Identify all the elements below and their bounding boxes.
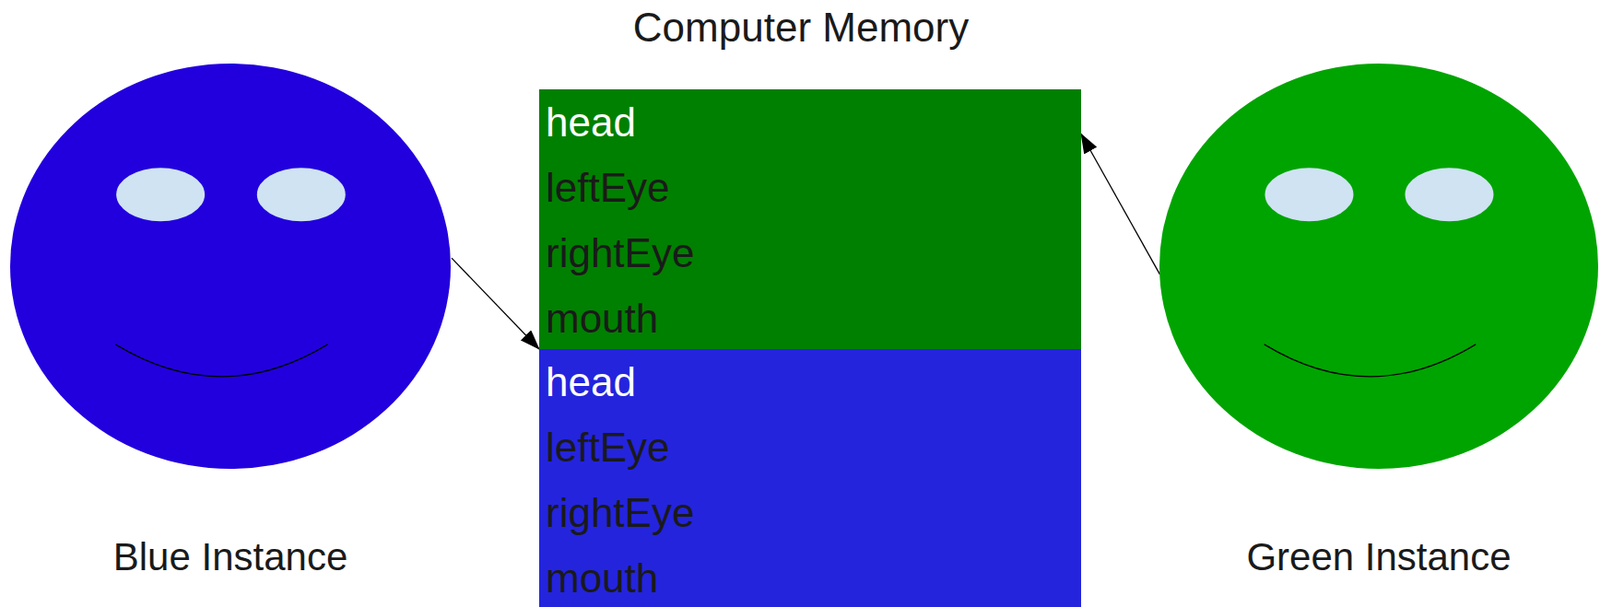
face-drawing	[1158, 62, 1600, 471]
face-drawing	[9, 62, 452, 471]
memory-block: headleftEyerightEyemouth	[539, 349, 1082, 607]
field-name: mouth	[539, 285, 1082, 352]
eye	[257, 167, 346, 222]
field-name: head	[539, 349, 1082, 415]
field-name: leftEye	[539, 414, 1082, 481]
field-name: rightEye	[539, 220, 1082, 286]
green-face: Green Instance	[1158, 62, 1600, 471]
eye	[116, 167, 205, 222]
blue-face: Blue Instance	[9, 62, 452, 471]
field-name: rightEye	[539, 480, 1082, 546]
memory-block: headleftEyerightEyemouth	[539, 89, 1082, 352]
diagram-title: Computer Memory	[432, 3, 1170, 52]
head-circle	[10, 63, 451, 470]
field-name: mouth	[539, 545, 1082, 607]
mouth-curve	[115, 344, 328, 377]
eye	[1404, 167, 1494, 222]
reference-arrow	[451, 258, 540, 350]
reference-arrow	[1081, 133, 1160, 275]
field-name: leftEye	[539, 154, 1082, 221]
head-circle	[1159, 63, 1599, 470]
instance-label: Green Instance	[1121, 534, 1600, 581]
field-name: head	[539, 89, 1082, 155]
mouth-curve	[1264, 344, 1476, 377]
eye	[1264, 167, 1353, 222]
instance-label: Blue Instance	[0, 534, 489, 581]
